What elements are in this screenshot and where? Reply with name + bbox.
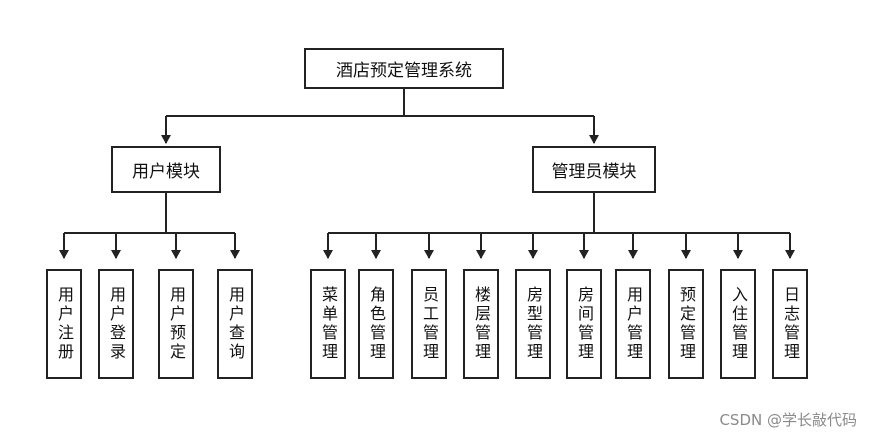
user-query-node: 用户查询 xyxy=(217,269,253,379)
role-management-node: 角色管理 xyxy=(358,269,394,379)
room-management-node: 房间管理 xyxy=(566,269,602,379)
user-module-node: 用户模块 xyxy=(111,146,221,193)
log-management-node: 日志管理 xyxy=(772,269,808,379)
staff-management-node: 员工管理 xyxy=(411,269,447,379)
root-node: 酒店预定管理系统 xyxy=(304,48,504,89)
user-booking-node: 用户预定 xyxy=(158,269,194,379)
floor-management-node: 楼层管理 xyxy=(463,269,499,379)
watermark: CSDN @学长敲代码 xyxy=(719,411,857,429)
menu-management-node: 菜单管理 xyxy=(310,269,346,379)
admin-module-node: 管理员模块 xyxy=(532,146,656,193)
checkin-management-node: 入住管理 xyxy=(720,269,756,379)
room-type-management-node: 房型管理 xyxy=(515,269,551,379)
user-login-node: 用户登录 xyxy=(98,269,134,379)
user-register-node: 用户注册 xyxy=(46,269,82,379)
booking-management-node: 预定管理 xyxy=(668,269,704,379)
user-management-node: 用户管理 xyxy=(615,269,651,379)
